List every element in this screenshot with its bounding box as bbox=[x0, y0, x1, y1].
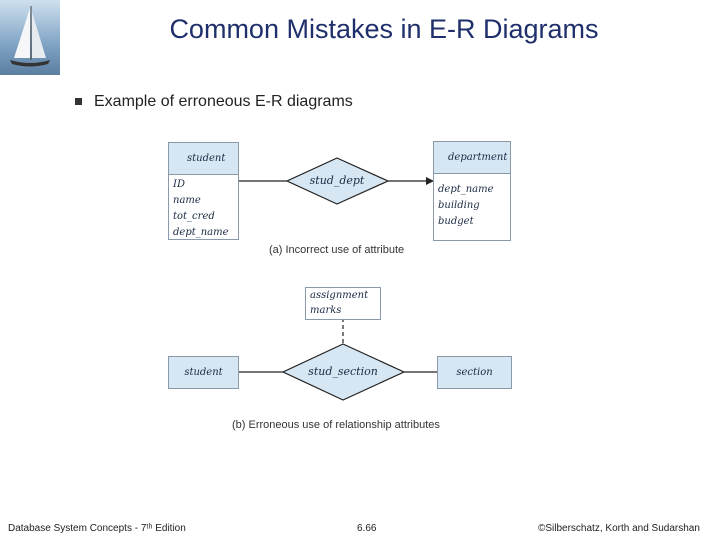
sailboat-logo bbox=[0, 0, 60, 75]
entity-attributes: ID name tot_cred dept_name bbox=[169, 175, 238, 243]
entity-attributes: assignment marks bbox=[306, 288, 380, 318]
bullet-item: Example of erroneous E-R diagrams bbox=[75, 93, 353, 111]
relationship-label: stud_section bbox=[308, 365, 378, 378]
attribute: budget bbox=[438, 216, 474, 227]
entity-student-a: student ID name tot_cred dept_name bbox=[168, 142, 239, 240]
relationship-attributes-box: assignment marks bbox=[305, 287, 381, 320]
attribute: ID bbox=[173, 179, 185, 190]
attribute: tot_cred bbox=[173, 211, 215, 222]
page-title: Common Mistakes in E-R Diagrams bbox=[169, 14, 599, 44]
entity-attributes: dept_name building budget bbox=[434, 174, 510, 232]
bullet-marker bbox=[75, 98, 82, 106]
attribute: assignment bbox=[310, 290, 369, 301]
entity-name: student bbox=[169, 143, 238, 175]
caption-a: (a) Incorrect use of attribute bbox=[269, 244, 405, 256]
attribute: dept_name bbox=[438, 184, 494, 195]
caption-b: (b) Erroneous use of relationship attrib… bbox=[232, 419, 440, 431]
attribute: marks bbox=[310, 305, 342, 316]
footer-left: Database System Concepts - 7ᵗʰ Edition bbox=[8, 523, 186, 534]
attribute: dept_name bbox=[173, 227, 229, 238]
entity-section: section bbox=[437, 356, 512, 389]
relationship-label: stud_dept bbox=[309, 174, 365, 187]
relationship-stud-dept-diamond bbox=[285, 157, 390, 205]
attribute: building bbox=[438, 200, 480, 211]
attribute: name bbox=[173, 195, 201, 206]
arrowhead-department bbox=[426, 177, 434, 185]
entity-name: department bbox=[434, 142, 510, 174]
bullet-text: Example of erroneous E-R diagrams bbox=[94, 93, 353, 110]
entity-student-b: student bbox=[168, 356, 239, 389]
entity-department: department dept_name building budget bbox=[433, 141, 511, 241]
relationship-stud-section-diamond bbox=[281, 343, 406, 401]
footer-right: ©Silberschatz, Korth and Sudarshan bbox=[538, 523, 700, 534]
footer-page-number: 6.66 bbox=[357, 523, 377, 534]
